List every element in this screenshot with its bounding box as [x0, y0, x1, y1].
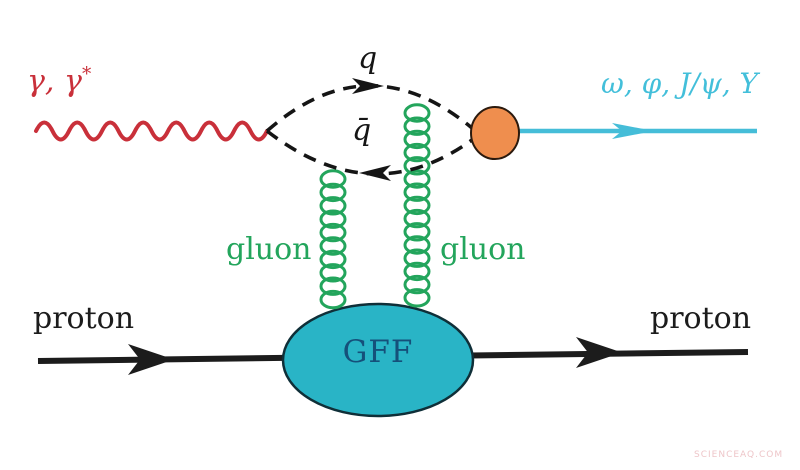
gff-blob: [281, 302, 475, 418]
gluon-coil-left: [319, 169, 347, 310]
watermark: SCIENCEAQ.COM: [694, 450, 784, 460]
proton-left-label: proton: [33, 301, 135, 336]
meson-arrow-icon: [612, 123, 654, 139]
proton-right-arrow-icon: [576, 337, 622, 368]
photon-label: γ, γ*: [27, 64, 92, 99]
meson-label: ω, φ, J/ψ, Υ: [601, 67, 758, 100]
quark-label: q: [358, 41, 378, 76]
vertex-blob: [470, 106, 520, 160]
photon-wavy-line: [34, 120, 269, 142]
gluon-right-label: gluon: [440, 232, 526, 267]
gluon-coil-right: [403, 103, 431, 308]
antiquark-arrow-icon: [359, 165, 391, 181]
gluon-left-label: gluon: [226, 232, 312, 267]
photon-label-sup: *: [81, 64, 92, 85]
gff-label: GFF: [342, 334, 414, 370]
proton-right-label: proton: [650, 301, 752, 336]
proton-left-arrow-icon: [128, 344, 174, 375]
photon-label-base: γ, γ: [27, 64, 82, 99]
antiquark-label: q̄: [352, 113, 372, 148]
quark-arrow-icon: [352, 78, 384, 94]
